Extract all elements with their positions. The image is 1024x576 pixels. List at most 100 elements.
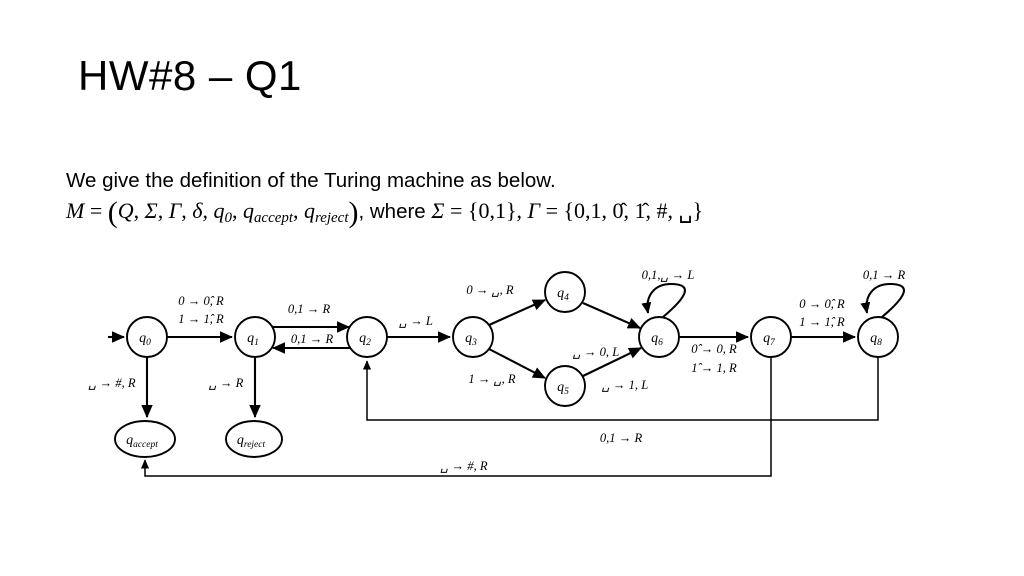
- edge-label-q0-q1-line2: 1 → 1̂, R: [178, 312, 224, 326]
- formula-where: where: [369, 200, 426, 223]
- edge-q6-self-loop: [641, 282, 686, 318]
- state-sub-q3: 3: [471, 338, 477, 348]
- formula-Q: Q: [117, 198, 134, 223]
- formula-qreject: qreject: [303, 198, 349, 227]
- state-sub-qaccept: accept: [133, 440, 158, 450]
- state-sub-q4: 4: [564, 293, 569, 303]
- state-sub-q0: 0: [146, 338, 151, 348]
- svg-text:q6: q6: [651, 331, 663, 348]
- formula-equals-2: =: [444, 198, 468, 223]
- state-node-q6[interactable]: q6: [638, 316, 680, 358]
- state-label-q8: q: [870, 331, 877, 346]
- formula-close-paren: ): [348, 196, 359, 230]
- edge-q8-self-loop: [860, 282, 905, 318]
- state-sub-q5: 5: [564, 387, 569, 397]
- edge-q7-qaccept-return: [140, 357, 772, 477]
- edge-q5-q6: [582, 347, 642, 377]
- edge-label-q8-q2-return: 0,1 → R: [600, 431, 643, 445]
- svg-text:q7: q7: [763, 331, 776, 348]
- edge-label-q4-q6: ␣ → 0, L: [573, 345, 619, 359]
- svg-text:q1: q1: [247, 331, 259, 348]
- state-label-q0: q: [139, 331, 146, 346]
- edge-label-q5-q6: ␣ → 1, L: [602, 378, 648, 392]
- edge-label-q3-q5: 1 → ␣, R: [468, 372, 515, 386]
- formula-open-paren: (: [107, 196, 118, 230]
- edge-label-q6-q7-line1: 0̂ → 0, R: [691, 342, 737, 356]
- formula-comma-4: ,: [202, 198, 214, 223]
- formula-Sigma-2: Σ: [431, 198, 445, 223]
- state-label-q5: q: [557, 380, 564, 395]
- edge-label-q3-q4: 0 → ␣, R: [466, 283, 513, 297]
- formula-comma-8: ,: [516, 198, 528, 223]
- edge-label-q1-qreject: ␣ → R: [209, 376, 244, 390]
- state-node-q4[interactable]: q4: [544, 271, 586, 313]
- formula-comma-6: ,: [292, 198, 304, 223]
- svg-text:qaccept: qaccept: [126, 433, 158, 450]
- body-line-formula: M = (Q, Σ, Γ, δ, q0, qaccept, qreject), …: [66, 196, 996, 233]
- svg-text:q2: q2: [359, 331, 371, 348]
- svg-text:q0: q0: [139, 331, 151, 348]
- formula-q0: q0: [213, 198, 232, 227]
- formula-equals: =: [84, 198, 108, 223]
- state-sub-q2: 2: [366, 338, 371, 348]
- formula-comma-7: ,: [358, 200, 370, 223]
- state-sub-q8: 8: [877, 338, 882, 348]
- formula-delta: δ: [192, 198, 203, 223]
- state-node-qreject[interactable]: qreject: [225, 420, 283, 458]
- formula-comma-2: ,: [157, 198, 169, 223]
- state-node-q0[interactable]: q0: [126, 316, 168, 358]
- svg-text:qreject: qreject: [237, 433, 266, 450]
- state-node-q1[interactable]: q1: [234, 316, 276, 358]
- formula-Sigma: Σ: [144, 198, 158, 223]
- formula-comma-5: ,: [231, 198, 243, 223]
- edge-q3-q5: [488, 348, 546, 379]
- formula-gamma-set: {0,1, 0̂, 1̂, #, ␣}: [563, 198, 704, 223]
- edge-label-q7-qaccept-return: ␣ → #, R: [440, 459, 487, 473]
- formula-qaccept: qaccept: [242, 198, 293, 227]
- state-label-q4: q: [557, 286, 564, 301]
- state-label-q2: q: [359, 331, 366, 346]
- state-label-q1: q: [247, 331, 254, 346]
- svg-text:q3: q3: [465, 331, 477, 348]
- edge-q4-q6: [582, 302, 641, 329]
- state-node-qaccept[interactable]: qaccept: [114, 420, 176, 458]
- body-text-block: We give the definition of the Turing mac…: [66, 168, 996, 233]
- edge-label-q6-self: 0,1,␣ → L: [642, 268, 695, 282]
- svg-text:q4: q4: [557, 286, 569, 303]
- svg-text:q8: q8: [870, 331, 882, 348]
- state-sub-qreject: reject: [244, 440, 266, 450]
- formula-comma-1: ,: [133, 198, 145, 223]
- edge-label-q7-q8-line1: 0 → 0̂, R: [799, 297, 845, 311]
- page-title: HW#8 – Q1: [78, 52, 302, 99]
- edge-label-q8-self: 0,1 → R: [863, 268, 906, 282]
- state-sub-q1: 1: [254, 338, 259, 348]
- state-label-q6: q: [651, 331, 658, 346]
- state-label-q3: q: [465, 331, 472, 346]
- state-label-qaccept: q: [126, 433, 133, 448]
- edge-q3-q4: [488, 299, 546, 326]
- state-node-q5[interactable]: q5: [544, 365, 586, 407]
- edge-q8-q2-return: [362, 357, 879, 421]
- formula-Gamma: Γ: [168, 198, 182, 223]
- formula-sigma-set: {0,1}: [467, 198, 517, 223]
- edge-label-q2-q3: ␣ → L: [399, 314, 433, 328]
- edge-label-q0-q1-line1: 0 → 0̂, R: [178, 294, 224, 308]
- formula-comma-3: ,: [181, 198, 193, 223]
- state-label-qreject: q: [237, 433, 244, 448]
- state-node-q7[interactable]: q7: [750, 316, 792, 358]
- state-label-q7: q: [763, 331, 770, 346]
- formula-M: M: [66, 198, 85, 223]
- edge-label-q2-q1-bottom: 0,1 → R: [291, 332, 334, 346]
- edge-label-q1-q2-top: 0,1 → R: [288, 302, 331, 316]
- body-line-description: We give the definition of the Turing mac…: [66, 169, 556, 192]
- edge-label-q6-q7-line2: 1̂ → 1, R: [691, 361, 737, 375]
- formula-Gamma-2: Γ: [527, 198, 541, 223]
- state-node-q3[interactable]: q3: [452, 316, 494, 358]
- edge-label-q7-q8-line2: 1 → 1̂, R: [799, 315, 845, 329]
- svg-text:q5: q5: [557, 380, 569, 397]
- state-node-q8[interactable]: q8: [857, 316, 899, 358]
- state-sub-q7: 7: [770, 338, 776, 348]
- state-node-q2[interactable]: q2: [346, 316, 388, 358]
